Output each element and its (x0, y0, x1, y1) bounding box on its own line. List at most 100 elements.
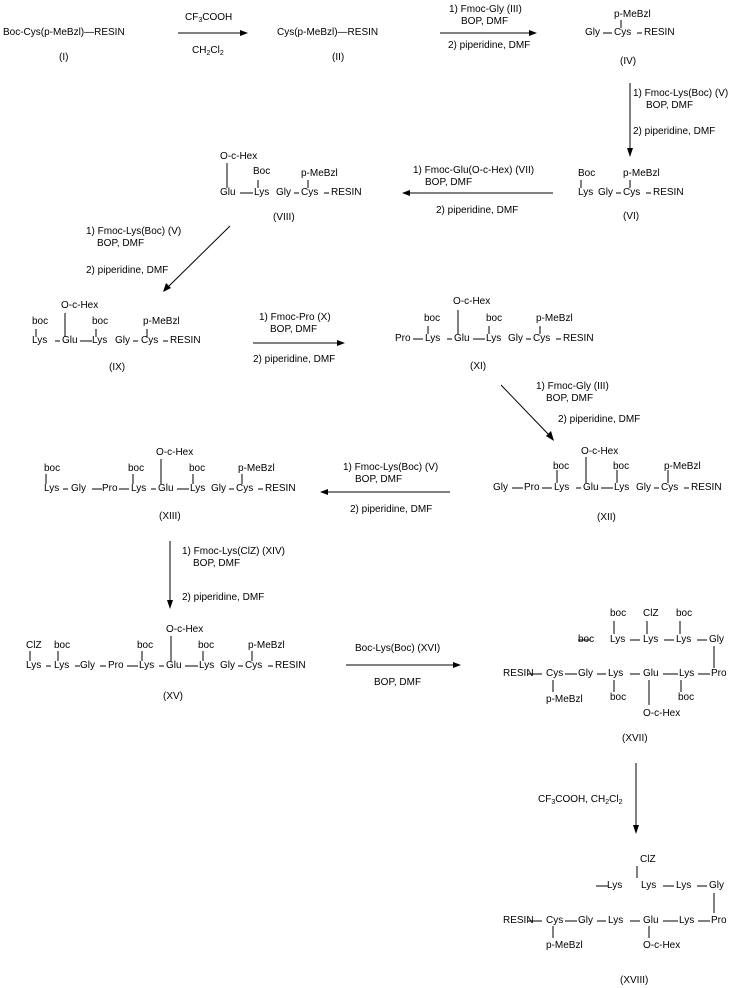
compound-XVIII-resin: RESIN (503, 915, 534, 926)
compound-XVIII-cys: Cys (546, 915, 564, 926)
compound-XIII-cys: Cys (236, 483, 254, 494)
compound-XVIII-lys1: Lys (607, 880, 623, 891)
compound-VIII-glu: Glu (220, 187, 236, 198)
compound-XI-lys1: Lys (425, 333, 441, 344)
compound-XVIII-gly1: Gly (709, 880, 724, 891)
compound-IX-sub-lys2: boc (92, 316, 109, 327)
compound-IX-sub-cys: p-MeBzl (143, 316, 180, 327)
compound-XVII-lys3: Lys (676, 634, 692, 645)
compound-IX-resin: RESIN (170, 335, 201, 346)
compound-XIII-sub-lys3: boc (189, 463, 206, 474)
compound-XII-resin: RESIN (691, 482, 722, 493)
reagent-r2-line1: 1) Fmoc-Gly (III) (449, 4, 522, 15)
compound-XIII-sub-cys: p-MeBzl (238, 463, 275, 474)
compound-XIII-sub-lys2: boc (128, 463, 145, 474)
compound-XV-sub-lys2: boc (54, 640, 71, 651)
compound-XV-gly2: Gly (220, 660, 235, 671)
compound-XI-sub-glu: O-c-Hex (453, 296, 491, 307)
compound-XI-label: (XI) (470, 361, 487, 372)
compound-XVII-gly2: Gly (578, 668, 593, 679)
arrowhead-r5 (163, 283, 171, 292)
compound-VIII-resin: RESIN (331, 187, 362, 198)
compound-IV-sub-cys: p-MeBzl (614, 9, 651, 20)
compound-VIII-label: (VIII) (273, 212, 295, 223)
compound-IX-sub-glu: O-c-Hex (61, 300, 99, 311)
reagent-r5-line1: 1) Fmoc-Lys(Boc) (V) (86, 226, 182, 237)
compound-XVIII-sub-lys2: ClZ (640, 854, 656, 865)
compound-XV-sub-cys: p-MeBzl (248, 640, 285, 651)
reagent-r4-line2: BOP, DMF (425, 177, 473, 188)
compound-XIII-pro: Pro (102, 483, 118, 494)
compound-XVII-boc-n: boc (578, 634, 595, 645)
reagent-r3-line2: BOP, DMF (646, 100, 694, 111)
reagent-r5-line3: 2) piperidine, DMF (86, 265, 169, 276)
compound-XV-resin: RESIN (275, 660, 306, 671)
reagent-r4-line1: 1) Fmoc-Glu(O-c-Hex) (VII) (413, 165, 535, 176)
compound-IV-label: (IV) (620, 56, 637, 67)
compound-XV-sub-lys4: boc (198, 640, 215, 651)
compound-XIII-glu: Glu (158, 483, 174, 494)
compound-XIII-label: (XIII) (159, 511, 181, 522)
arrowhead-r11 (633, 825, 639, 834)
compound-XVII-label: (XVII) (622, 733, 648, 744)
compound-XIII-gly1: Gly (71, 483, 86, 494)
compound-XVIII-sub-cys: p-MeBzl (546, 940, 583, 951)
compound-XV-lys4: Lys (199, 660, 215, 671)
reagent-r3-line1: 1) Fmoc-Lys(Boc) (V) (633, 88, 729, 99)
compound-XV-pro: Pro (108, 660, 124, 671)
compound-XVII-sub-lys3: boc (676, 608, 693, 619)
compound-XVIII-lys3: Lys (676, 880, 692, 891)
compound-XI-sub-lys1: boc (424, 313, 441, 324)
compound-XVII-resin: RESIN (503, 668, 534, 679)
compound-VIII-gly: Gly (276, 187, 291, 198)
arrowhead-r4 (402, 190, 410, 196)
compound-XV-lys2: Lys (54, 660, 70, 671)
reagent-r2-line2: BOP, DMF (461, 16, 509, 27)
compound-XIII-lys3: Lys (190, 483, 206, 494)
compound-II-label: (II) (332, 52, 345, 63)
reagent-r10-line2: BOP, DMF (374, 677, 422, 688)
compound-XV-cys: Cys (245, 660, 263, 671)
reagent-r1-below: CH2Cl2 (192, 45, 224, 57)
arrow-r5 (167, 225, 231, 288)
compound-IX-glu: Glu (62, 335, 78, 346)
compound-VI-cys: Cys (623, 187, 641, 198)
reagent-r8-line1: 1) Fmoc-Lys(Boc) (V) (343, 462, 439, 473)
compound-VIII-lys: Lys (254, 187, 270, 198)
compound-IX-lys2: Lys (92, 335, 108, 346)
compound-XI-resin: RESIN (563, 333, 594, 344)
reagent-r4-line3: 2) piperidine, DMF (436, 205, 519, 216)
compound-VI-lys: Lys (578, 187, 594, 198)
compound-XV-sub-lys1: ClZ (26, 640, 42, 651)
arrowhead-r3 (627, 148, 633, 157)
compound-IX-gly: Gly (115, 335, 130, 346)
reagent-r11: CF3COOH, CH2Cl2 (538, 794, 623, 806)
reagent-r8-line2: BOP, DMF (355, 474, 403, 485)
compound-XVIII-sub-glu: O-c-Hex (643, 940, 681, 951)
compound-XVIII-gly2: Gly (578, 915, 593, 926)
compound-IX-label: (IX) (109, 362, 126, 373)
compound-XVII-lys4: Lys (608, 668, 624, 679)
compound-VI-gly: Gly (598, 187, 613, 198)
compound-VI-sub-cys: p-MeBzl (623, 168, 660, 179)
reagent-r7-line3: 2) piperidine, DMF (558, 414, 641, 425)
compound-XII-cys: Cys (661, 482, 679, 493)
compound-XVII-lys5: Lys (679, 668, 695, 679)
compound-IX-lys1: Lys (32, 335, 48, 346)
compound-XIII-gly2: Gly (211, 483, 226, 494)
reagent-r9-line2: BOP, DMF (193, 558, 241, 569)
compound-VI-label: (VI) (623, 211, 640, 222)
compound-XVII-pro: Pro (711, 668, 727, 679)
reagent-r6-line1: 1) Fmoc-Pro (X) (259, 312, 331, 323)
reagent-r7-line1: 1) Fmoc-Gly (III) (536, 381, 609, 392)
compound-XV-label: (XV) (163, 691, 183, 702)
compound-XVII-gly1: Gly (709, 634, 724, 645)
arrowhead-r8 (320, 489, 328, 495)
compound-IV-cys: Cys (614, 27, 632, 38)
compound-XVIII-lys4: Lys (608, 915, 624, 926)
arrow-r7 (500, 384, 551, 437)
compound-XI-glu: Glu (454, 333, 470, 344)
compound-XI-sub-lys2: boc (486, 313, 503, 324)
